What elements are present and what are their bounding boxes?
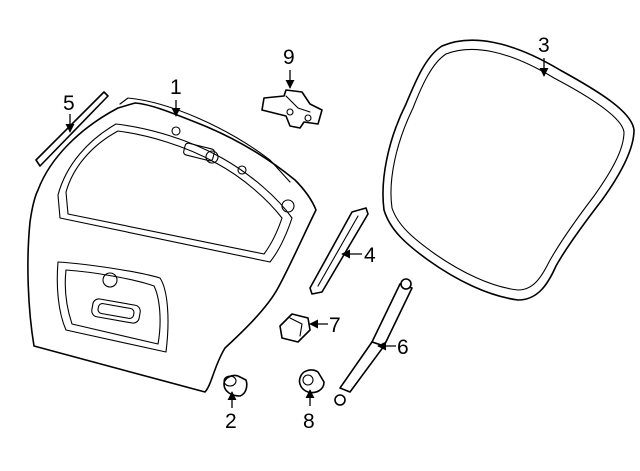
liftgate-part[interactable] [27, 97, 317, 393]
callout-7: 7 [329, 314, 341, 337]
callout-5: 5 [63, 92, 75, 115]
callout-9: 9 [283, 46, 295, 69]
callouts: 1 2 3 4 5 6 7 8 9 [63, 34, 550, 433]
callout-1: 1 [170, 76, 182, 99]
bumper-part[interactable] [223, 374, 248, 397]
callout-2: 2 [225, 410, 237, 433]
callout-8: 8 [303, 410, 315, 433]
hinge-part[interactable] [261, 89, 323, 129]
weatherstrip-part[interactable] [382, 39, 635, 301]
callout-3: 3 [538, 34, 550, 57]
lock-cylinder-part[interactable] [298, 369, 325, 394]
callout-4: 4 [364, 244, 376, 267]
latch-part[interactable] [279, 313, 311, 343]
side-molding-part[interactable] [309, 207, 369, 295]
support-strut-part[interactable] [334, 278, 413, 406]
leader-lines [65, 58, 549, 408]
callout-6: 6 [397, 336, 409, 359]
